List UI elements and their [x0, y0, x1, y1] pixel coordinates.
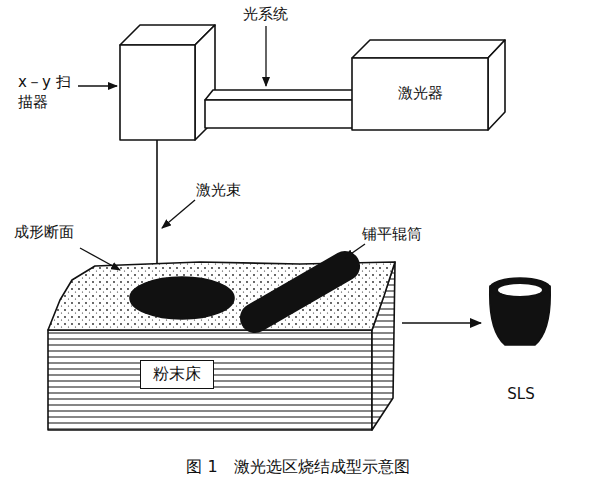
sls-part: SLS: [485, 272, 557, 417]
figure-caption: 图 1 激光选区烧结成型示意图: [186, 456, 409, 478]
node-label: SLS: [507, 385, 534, 405]
powder-bed: 粉末床: [45, 258, 396, 432]
part-label: x－y 扫描器: [18, 72, 74, 113]
part-label: 铺平辊筒: [362, 224, 422, 244]
laser-box: 激光器: [352, 58, 488, 130]
part-label: 成形断面: [14, 222, 74, 242]
part-label: 光系统: [243, 4, 288, 24]
node-label: 粉末床: [140, 360, 214, 389]
flow-arrow: [402, 322, 481, 324]
part-label: 激光束: [196, 180, 241, 200]
node-label: 激光器: [398, 84, 443, 104]
